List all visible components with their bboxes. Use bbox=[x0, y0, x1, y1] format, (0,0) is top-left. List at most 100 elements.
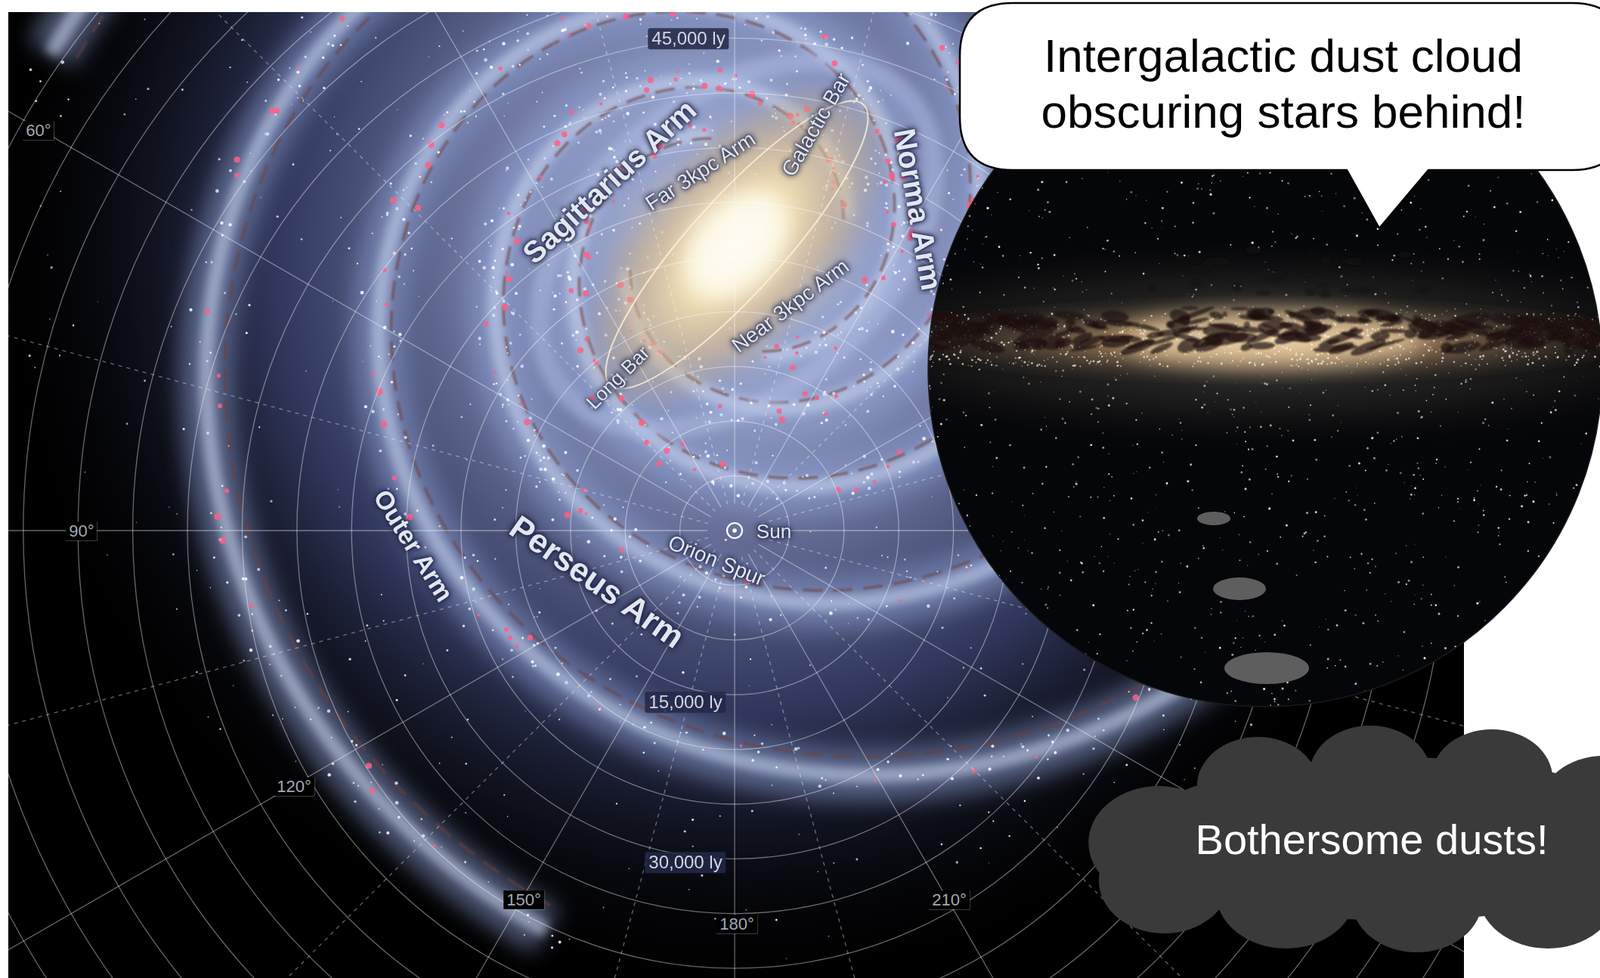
star-dot bbox=[749, 658, 752, 660]
star-dot bbox=[135, 98, 137, 100]
star-dot bbox=[854, 311, 858, 315]
star-dot bbox=[755, 461, 759, 465]
star-dot bbox=[1026, 748, 1029, 752]
star-dot bbox=[929, 12, 934, 17]
star-dot bbox=[669, 83, 672, 86]
star-dot bbox=[898, 774, 902, 778]
bulge-glow bbox=[524, 24, 950, 465]
star-dot bbox=[700, 874, 703, 877]
hii-region bbox=[269, 107, 276, 114]
star-dot bbox=[716, 454, 719, 457]
star-dot bbox=[176, 608, 178, 610]
star-dot bbox=[340, 216, 342, 219]
star-dot bbox=[526, 32, 530, 36]
star-dot bbox=[748, 685, 750, 687]
star-dot bbox=[516, 193, 520, 196]
star-dot bbox=[879, 89, 882, 92]
star-dot bbox=[726, 449, 728, 452]
star-dot bbox=[825, 418, 829, 422]
star-dot bbox=[1083, 668, 1086, 672]
star-dot bbox=[1065, 181, 1068, 184]
star-dot bbox=[534, 664, 537, 667]
hii-region bbox=[371, 371, 375, 376]
star-dot bbox=[642, 111, 645, 114]
star-dot bbox=[541, 91, 544, 93]
star-dot bbox=[210, 587, 212, 589]
star-dot bbox=[390, 380, 394, 384]
star-dot bbox=[1367, 562, 1369, 564]
star-dot bbox=[410, 247, 413, 251]
longitude-line bbox=[733, 12, 735, 504]
star-dot bbox=[1046, 649, 1050, 653]
star-dot bbox=[552, 145, 554, 147]
star-dot bbox=[298, 84, 302, 88]
star-dot bbox=[1430, 604, 1433, 607]
star-dot bbox=[739, 596, 743, 599]
star-dot bbox=[29, 68, 33, 72]
star-dot bbox=[462, 625, 465, 628]
star-dot bbox=[730, 419, 733, 421]
hii-region bbox=[585, 23, 592, 30]
star-dot bbox=[523, 454, 527, 458]
star-dot bbox=[365, 624, 369, 627]
star-dot bbox=[671, 431, 674, 434]
star-dot bbox=[507, 603, 510, 606]
star-dot bbox=[1253, 205, 1256, 208]
star-dot bbox=[414, 161, 418, 165]
star-dot bbox=[360, 80, 363, 83]
hii-region bbox=[523, 418, 531, 426]
star-dot bbox=[659, 417, 663, 421]
star-dot bbox=[1040, 588, 1042, 590]
star-dot bbox=[1325, 618, 1327, 620]
star-dot bbox=[670, 18, 672, 21]
star-dot bbox=[751, 758, 754, 762]
star-dot bbox=[309, 718, 312, 721]
star-dot bbox=[834, 609, 836, 611]
star-dot bbox=[418, 176, 421, 179]
star-dot bbox=[714, 578, 717, 582]
star-dot bbox=[881, 554, 883, 557]
star-dot bbox=[857, 328, 861, 331]
star-dot bbox=[563, 451, 567, 455]
star-dot bbox=[1519, 603, 1522, 606]
star-dot bbox=[809, 664, 811, 666]
star-dot bbox=[210, 512, 213, 515]
star-dot bbox=[284, 609, 287, 611]
star-dot bbox=[1259, 634, 1261, 637]
star-dot bbox=[886, 242, 890, 246]
hii-region bbox=[424, 161, 432, 169]
star-dot bbox=[611, 622, 614, 626]
hii-region bbox=[568, 287, 574, 294]
star-dot bbox=[1516, 676, 1518, 678]
star-dot bbox=[377, 807, 380, 810]
star-dot bbox=[954, 148, 956, 150]
star-dot bbox=[1048, 210, 1051, 214]
star-dot bbox=[378, 831, 381, 833]
star-dot bbox=[898, 476, 901, 478]
star-dot bbox=[956, 860, 959, 864]
star-dot bbox=[428, 56, 430, 58]
star-dot bbox=[1065, 728, 1069, 732]
hii-region bbox=[297, 66, 301, 70]
star-dot bbox=[953, 93, 956, 96]
star-dot bbox=[598, 708, 601, 711]
star-dot bbox=[779, 614, 782, 616]
star-dot bbox=[269, 644, 273, 648]
hii-region bbox=[213, 513, 221, 520]
star-dot bbox=[903, 278, 907, 282]
star-dot bbox=[567, 275, 571, 279]
longitude-grid bbox=[8, 12, 1464, 978]
star-dot bbox=[962, 167, 966, 171]
star-dot bbox=[603, 96, 607, 100]
star-dot bbox=[603, 504, 605, 506]
star-dot bbox=[903, 558, 907, 561]
star-dot bbox=[610, 411, 613, 414]
star-dot bbox=[492, 383, 496, 386]
star-dot bbox=[1047, 733, 1050, 737]
star-dot bbox=[1582, 245, 1585, 248]
star-dot bbox=[869, 368, 873, 372]
star-dot bbox=[507, 404, 510, 406]
star-dot bbox=[692, 452, 694, 455]
star-dot bbox=[900, 223, 903, 226]
hii-region bbox=[233, 156, 240, 163]
